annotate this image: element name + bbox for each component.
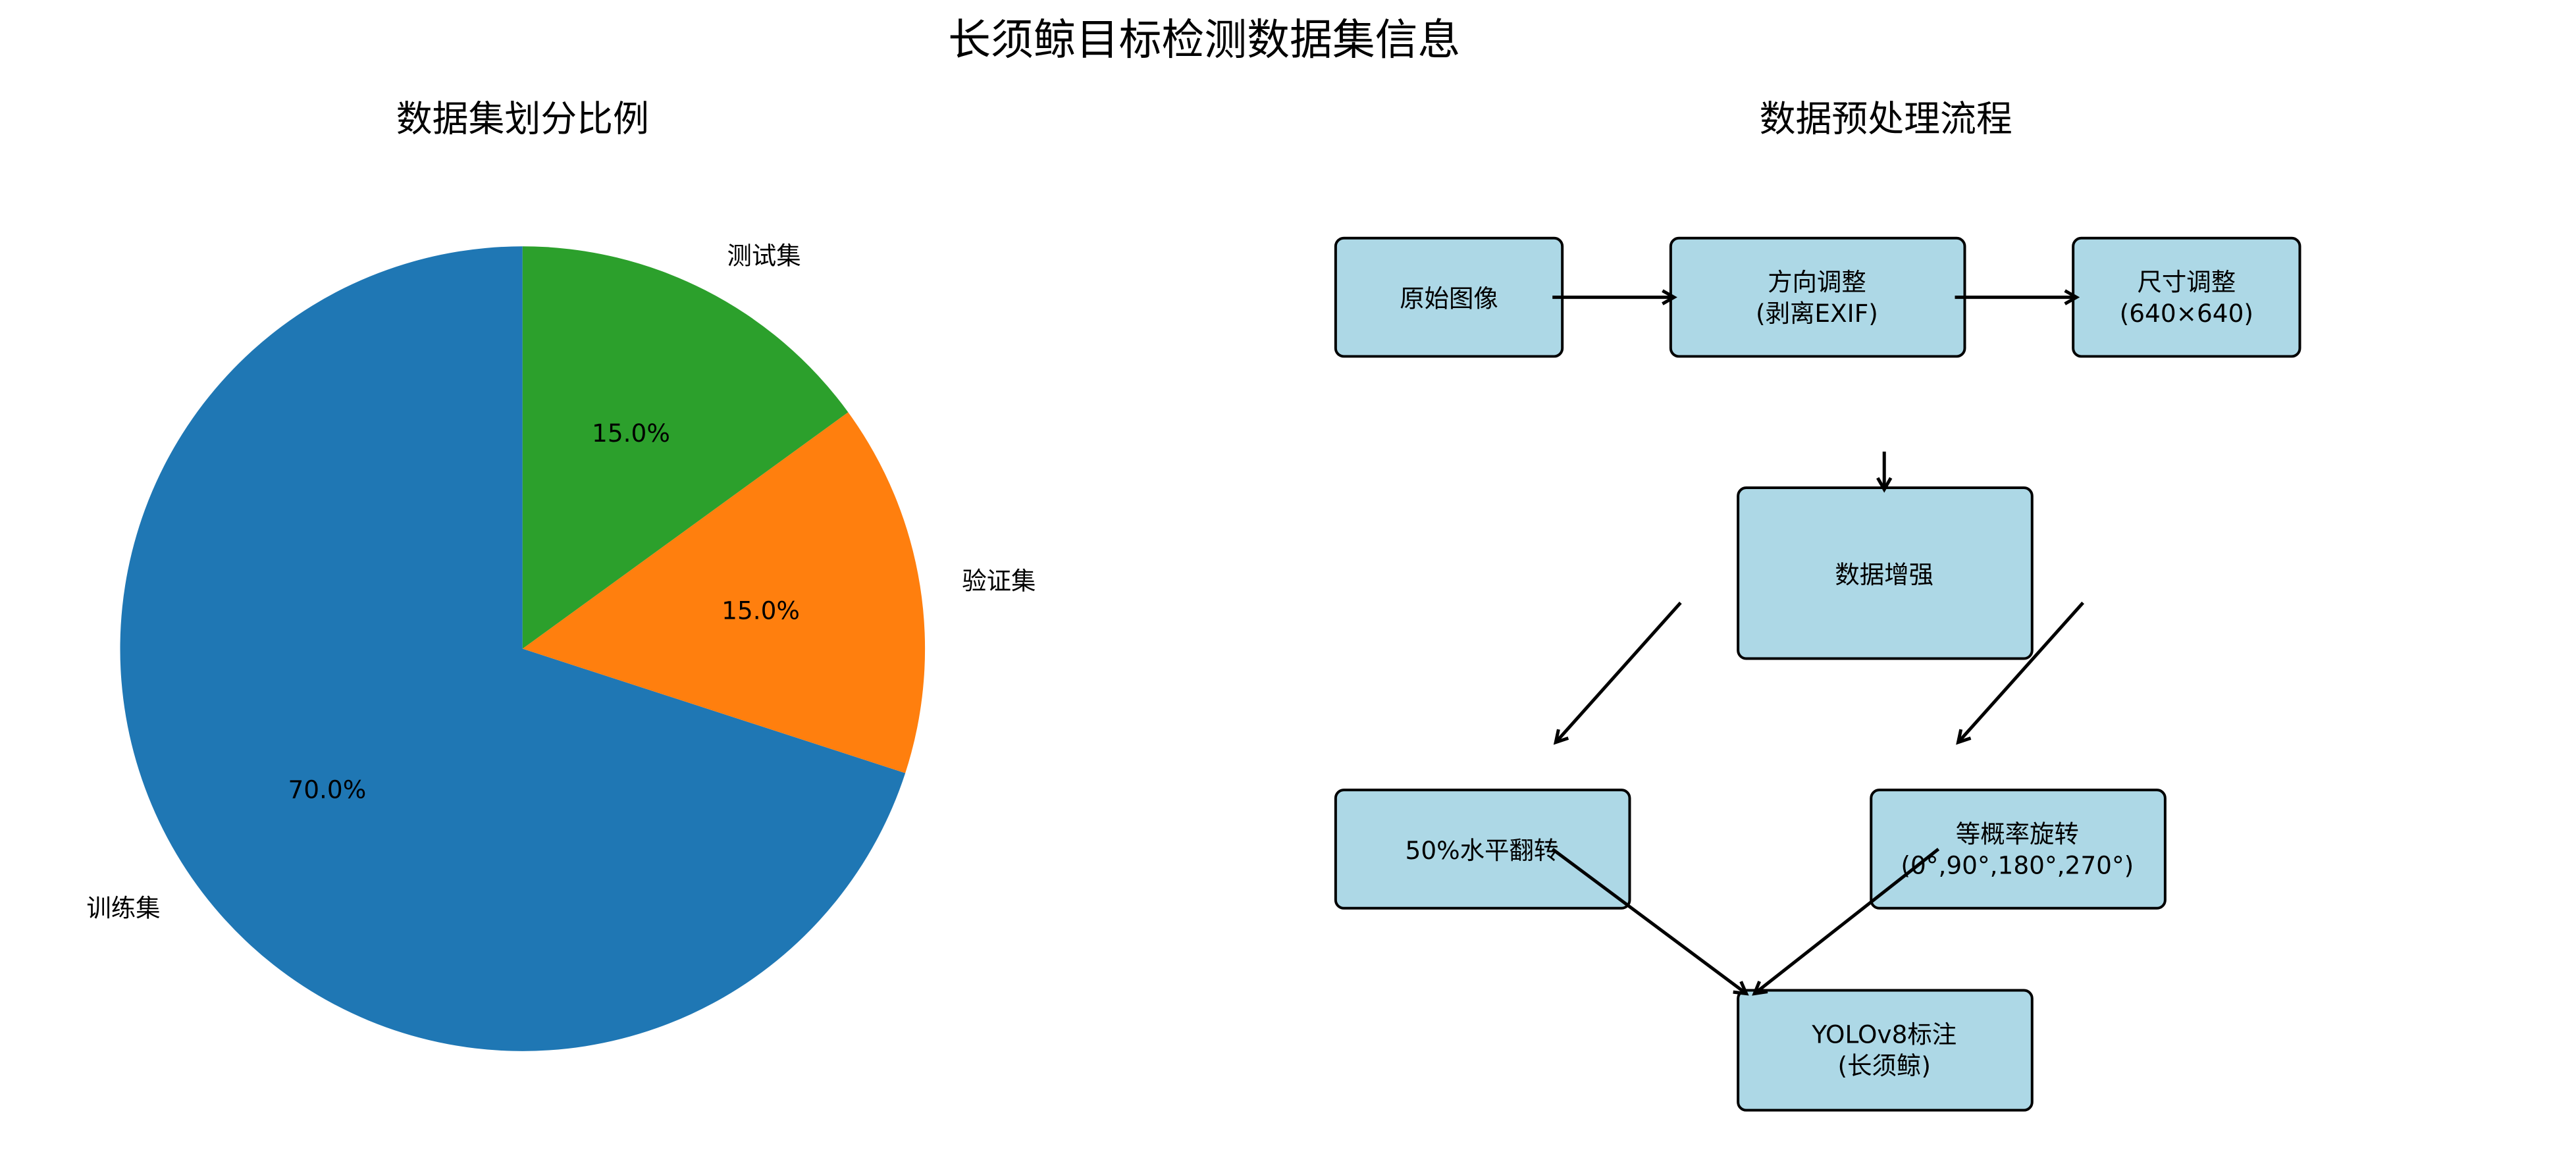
pie-slice-测试集 xyxy=(522,246,849,649)
pie-slice-训练集 xyxy=(120,246,906,1051)
node-subtext: (0°,90°,180°,270°) xyxy=(1901,850,2134,879)
arrow-augment-to-flip xyxy=(1556,602,1682,742)
pie-pct-val: 15.0% xyxy=(722,596,800,625)
arrow-augment-to-rotate xyxy=(1958,602,2084,742)
flow-title: 数据预处理流程 xyxy=(1760,98,2012,140)
pie-chart xyxy=(120,246,926,1051)
node-text: 尺寸调整 xyxy=(2138,268,2236,297)
node-rotate: 等概率旋转 (0°,90°,180°,270°) xyxy=(1870,789,2167,910)
pie-title: 数据集划分比例 xyxy=(396,98,649,140)
node-resize: 尺寸调整 (640×640) xyxy=(2072,236,2301,358)
node-augment: 数据增强 xyxy=(1737,486,2034,660)
node-text: 50%水平翻转 xyxy=(1406,836,1559,865)
pie-label-val: 验证集 xyxy=(962,567,1036,596)
node-subtext: (剥离EXIF) xyxy=(1756,299,1878,328)
node-raw-image: 原始图像 xyxy=(1334,236,1564,358)
node-orientation: 方向调整 (剥离EXIF) xyxy=(1669,236,1966,358)
pie-pct-test: 15.0% xyxy=(592,419,670,448)
node-flip: 50%水平翻转 xyxy=(1334,789,1631,910)
pie-slice-验证集 xyxy=(522,412,926,773)
node-text: 等概率旋转 xyxy=(1956,820,2079,848)
node-text: YOLOv8标注 xyxy=(1811,1020,1957,1049)
node-text: 数据增强 xyxy=(1835,560,1933,589)
figure-title: 长须鲸目标检测数据集信息 xyxy=(948,15,1460,65)
pie-pct-train: 70.0% xyxy=(288,775,366,804)
node-subtext: (长须鲸) xyxy=(1838,1051,1931,1080)
arrow-rotate-to-label xyxy=(1754,848,1940,994)
pie-label-test: 测试集 xyxy=(727,242,801,271)
node-subtext: (640×640) xyxy=(2120,299,2253,328)
node-text: 方向调整 xyxy=(1768,268,1866,297)
node-yolo-label: YOLOv8标注 (长须鲸) xyxy=(1737,989,2034,1112)
pie-label-train: 训练集 xyxy=(86,893,160,922)
arrow-flip-to-label xyxy=(1551,847,1746,994)
node-text: 原始图像 xyxy=(1400,284,1498,313)
